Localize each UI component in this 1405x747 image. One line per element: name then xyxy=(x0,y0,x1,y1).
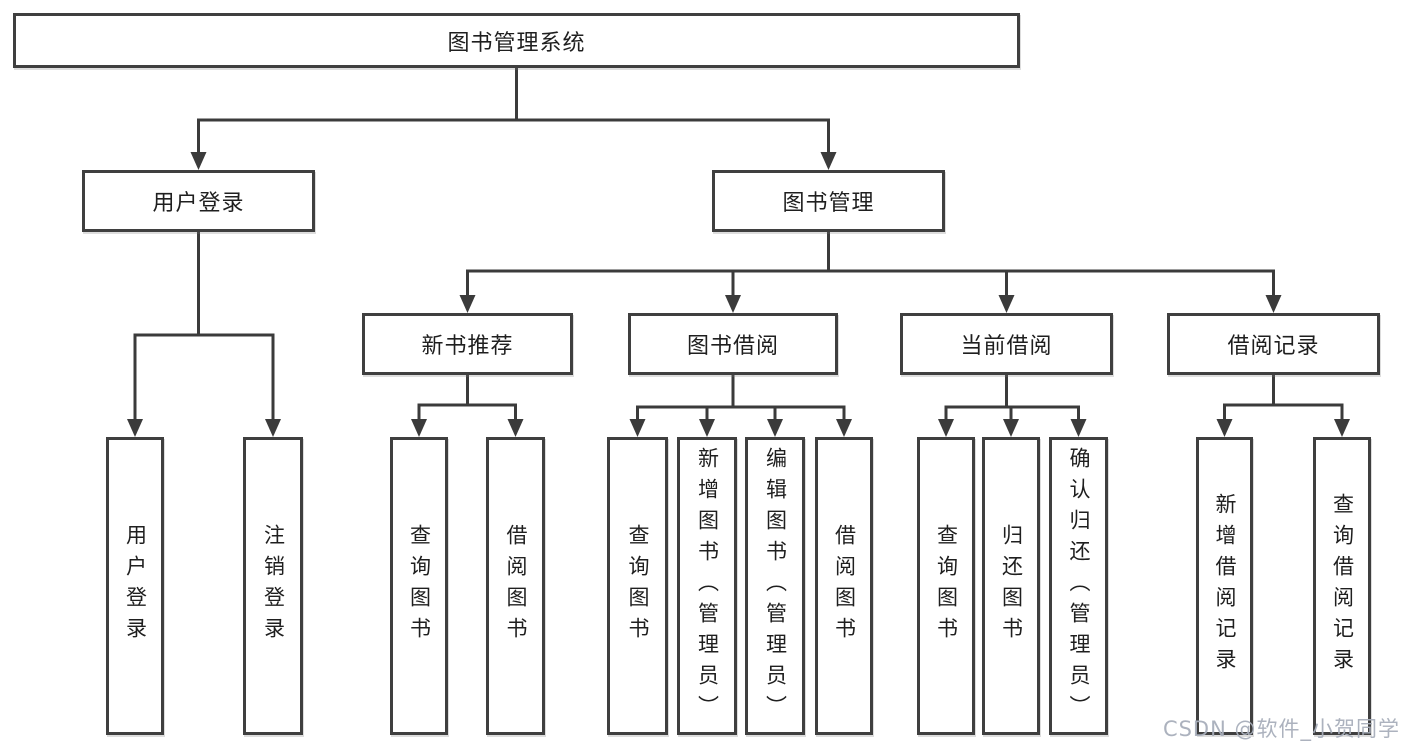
connector-borrow-record-children xyxy=(1216,374,1350,437)
node-label: 查询图书 xyxy=(934,524,959,648)
node-borrowing-records: 借阅记录 xyxy=(1167,313,1380,375)
node-library-system-root: 图书管理系统 xyxy=(13,13,1020,68)
node-book-borrowing: 图书借阅 xyxy=(628,313,838,375)
node-current-borrowing: 当前借阅 xyxy=(900,313,1113,375)
connector-user-login-children xyxy=(127,231,281,437)
node-label: 确认归还（管理员） xyxy=(1067,446,1091,726)
watermark-text: CSDN @软件_小贺同学 xyxy=(1162,717,1400,741)
node-leaf-query-borrow-record: 查询借阅记录 xyxy=(1313,437,1371,735)
node-leaf-edit-books-admin: 编辑图书（管理员） xyxy=(745,437,805,735)
connector-root-to-level2 xyxy=(190,67,837,170)
node-leaf-logout: 注销登录 xyxy=(243,437,303,735)
node-leaf-borrow-books-1: 借阅图书 xyxy=(486,437,545,735)
node-leaf-borrow-books-2: 借阅图书 xyxy=(815,437,873,735)
node-leaf-confirm-return-admin: 确认归还（管理员） xyxy=(1049,437,1108,735)
node-label: 新增借阅记录 xyxy=(1213,493,1237,679)
connector-book-mgmt-children xyxy=(459,231,1282,313)
node-label: 用户登录 xyxy=(123,524,148,648)
node-label: 用户登录 xyxy=(152,191,245,216)
node-label: 借阅图书 xyxy=(832,524,857,648)
node-label: 图书管理 xyxy=(782,191,875,216)
node-user-login-branch: 用户登录 xyxy=(82,170,315,232)
connector-new-book-children xyxy=(411,374,524,437)
node-leaf-user-login: 用户登录 xyxy=(106,437,164,735)
node-leaf-return-books: 归还图书 xyxy=(982,437,1040,735)
node-label: 注销登录 xyxy=(261,524,286,648)
node-book-management-branch: 图书管理 xyxy=(712,170,945,232)
node-new-book-recommend: 新书推荐 xyxy=(362,313,573,375)
node-label: 借阅图书 xyxy=(504,524,528,648)
node-label: 归还图书 xyxy=(999,524,1024,648)
node-label: 新增图书（管理员） xyxy=(695,446,720,726)
connector-book-borrow-children xyxy=(629,374,852,437)
node-label: 当前借阅 xyxy=(960,334,1053,359)
node-label: 新书推荐 xyxy=(421,334,514,359)
node-leaf-query-books-3: 查询图书 xyxy=(917,437,975,735)
node-label: 图书借阅 xyxy=(686,334,779,359)
node-label: 查询图书 xyxy=(626,524,650,648)
node-leaf-add-books-admin: 新增图书（管理员） xyxy=(677,437,737,735)
node-leaf-add-borrow-record: 新增借阅记录 xyxy=(1196,437,1253,735)
connector-current-borrow-children xyxy=(938,374,1087,437)
node-leaf-query-books-2: 查询图书 xyxy=(607,437,668,735)
node-label: 查询图书 xyxy=(407,524,432,648)
node-label: 查询借阅记录 xyxy=(1330,493,1355,679)
node-label: 编辑图书（管理员） xyxy=(763,446,788,726)
node-label: 借阅记录 xyxy=(1227,334,1320,359)
node-leaf-query-books-1: 查询图书 xyxy=(390,437,448,735)
node-label: 图书管理系统 xyxy=(447,30,586,56)
